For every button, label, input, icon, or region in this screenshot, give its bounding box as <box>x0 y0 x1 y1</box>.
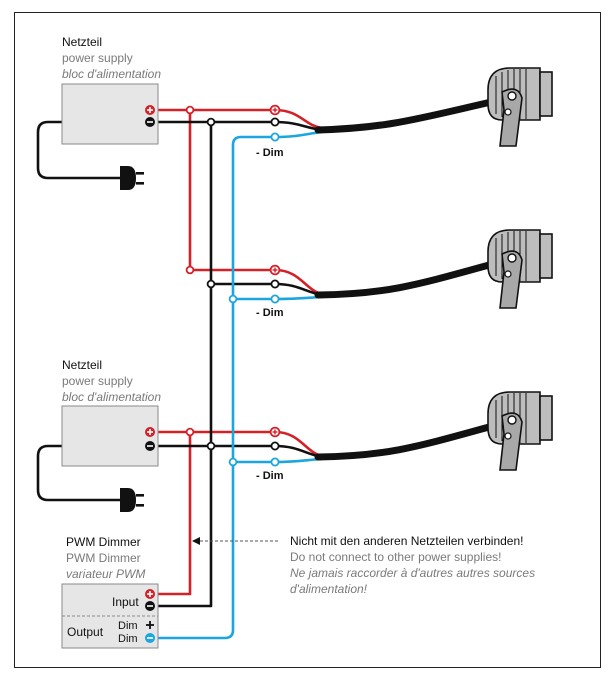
ps2-name-en: power supply <box>62 374 133 388</box>
plus-terminal-icon <box>146 621 154 629</box>
terminals <box>145 104 281 643</box>
ps2-name-fr: bloc d'alimentation <box>62 390 161 404</box>
plug-icon <box>120 488 144 512</box>
plus-terminal-icon <box>145 427 155 437</box>
dimmer-input-label: Input <box>112 595 139 609</box>
plus-terminal-icon <box>269 104 281 116</box>
spotlight-icon <box>487 67 553 147</box>
junction-nodes <box>185 105 238 467</box>
plug-icon <box>120 166 144 190</box>
dimmer-name-fr: variateur PWM <box>66 567 145 581</box>
spotlight-icon <box>487 391 553 471</box>
ps1-name-en: power supply <box>62 51 133 65</box>
note-line-fr-1: Ne jamais raccorder à d'autres autres so… <box>290 566 535 580</box>
minus-terminal-icon <box>270 457 280 467</box>
ps1-name-fr: bloc d'alimentation <box>62 67 161 81</box>
plus-terminal-icon <box>269 426 281 438</box>
minus-terminal-icon <box>270 117 280 127</box>
lamp2-dim-label: - Dim <box>256 307 284 319</box>
ps2-box <box>61 405 159 467</box>
minus-terminal-icon <box>270 132 280 142</box>
spotlight-icon <box>487 229 553 309</box>
note-line-fr-2: d'alimentation! <box>290 582 368 596</box>
dimmer-name-de: PWM Dimmer <box>66 535 141 549</box>
minus-terminal-icon <box>145 601 155 611</box>
pwm-dimmer: PWM Dimmer PWM Dimmer variateur PWM Inpu… <box>61 535 159 649</box>
minus-terminal-icon <box>270 441 280 451</box>
wires <box>36 96 504 640</box>
plus-terminal-icon <box>269 264 281 276</box>
diagram-frame <box>14 12 601 668</box>
minus-terminal-icon <box>270 279 280 289</box>
note-line-de: Nicht mit den anderen Netzteilen verbind… <box>290 534 523 548</box>
minus-terminal-icon <box>270 294 280 304</box>
dimmer-dim-plus-label: Dim <box>118 620 138 632</box>
ps1-box <box>61 83 159 145</box>
ps2-name-de: Netzteil <box>62 358 102 372</box>
note-line-en: Do not connect to other power supplies! <box>290 550 501 564</box>
power-supply-2: Netzteil power supply bloc d'alimentatio… <box>61 358 161 467</box>
dimmer-output-label: Output <box>67 625 104 639</box>
warning-note: Nicht mit den anderen Netzteilen verbind… <box>192 534 535 596</box>
lamp-terminals <box>269 104 281 467</box>
minus-terminal-icon <box>145 633 155 643</box>
ps1-name-de: Netzteil <box>62 35 102 49</box>
positive-wires <box>148 108 324 596</box>
dimmer-dim-minus-label: Dim <box>118 633 138 645</box>
lamp3-dim-label: - Dim <box>256 470 284 482</box>
plus-terminal-icon <box>145 589 155 599</box>
power-supply-1: Netzteil power supply bloc d'alimentatio… <box>61 35 161 145</box>
lamp1-dim-label: - Dim <box>256 147 284 159</box>
mains-cords <box>36 120 122 502</box>
arrow-left-icon <box>192 537 200 545</box>
plus-terminal-icon <box>145 105 155 115</box>
dimmer-name-en: PWM Dimmer <box>66 551 141 565</box>
lamp-cables <box>314 96 504 461</box>
minus-terminal-icon <box>145 441 155 451</box>
minus-terminal-icon <box>145 117 155 127</box>
